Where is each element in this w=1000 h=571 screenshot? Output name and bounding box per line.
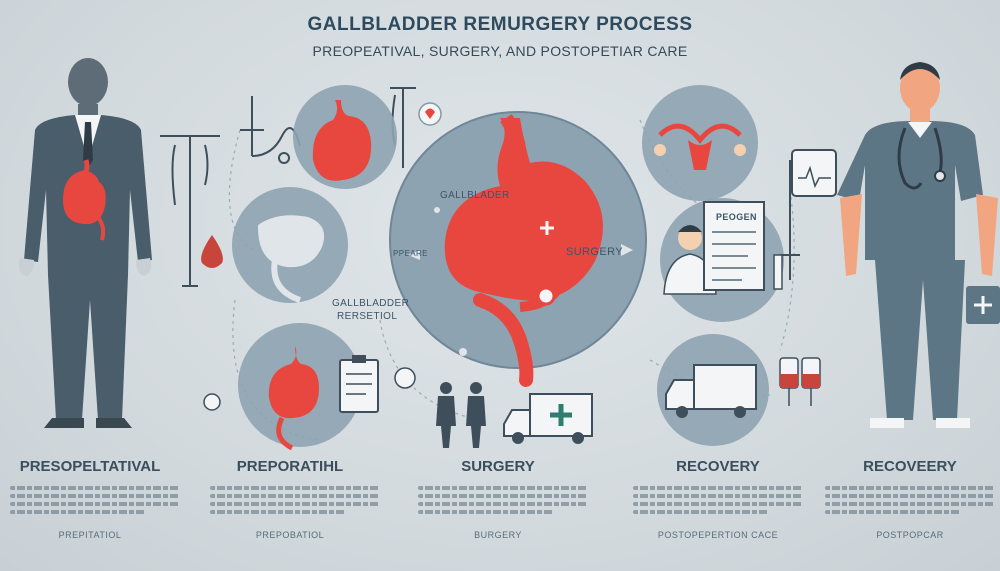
uterus-icon	[654, 123, 746, 170]
label-resection-line2: RERSETIOL	[337, 311, 398, 322]
instrument-icons	[240, 87, 468, 168]
clipboard-icon	[339, 355, 379, 413]
stomach-icon	[312, 100, 372, 181]
column-text-2	[210, 482, 380, 524]
page-subtitle: PREOPEATIVAL, SURGERY, AND POSTOPETIAR C…	[312, 43, 688, 59]
iv-bag-icon	[779, 149, 837, 406]
label-resection-line1: GALLBLADDER	[332, 298, 410, 309]
man-figure-icon	[18, 58, 152, 428]
ambulance-icon	[503, 393, 593, 444]
medical-bag-icon	[966, 286, 1000, 324]
column-text-4	[633, 482, 803, 524]
label-clipboard-title: PEOGEN	[716, 212, 757, 222]
column-text-5	[825, 482, 995, 524]
blood-drop-icon	[201, 235, 223, 268]
column-heading-1: PRESOPELTATIVAL	[19, 458, 161, 475]
column-footer-3: BURGERY	[474, 530, 522, 540]
clipboard-report-icon	[703, 201, 765, 291]
small-badge-icon	[203, 393, 221, 411]
prepare-arrow-icon	[408, 250, 420, 260]
column-text-3	[418, 482, 588, 524]
column-heading-4: RECOVERY	[676, 458, 760, 475]
label-prepare-arrow: PPEARE	[393, 249, 428, 258]
label-gallbladder: GALLBLADER	[440, 190, 510, 201]
people-icon	[436, 382, 486, 448]
column-footer-1: PREPITATIOL	[58, 530, 122, 540]
column-heading-3: SURGERY	[461, 458, 535, 475]
column-footer-4: POSTOPEPERTION CACE	[657, 530, 779, 540]
column-heading-5: RECOVEERY	[863, 458, 957, 475]
surgery-arrow-icon	[621, 244, 633, 256]
label-surgery-arrow: SURGERY	[566, 246, 623, 258]
column-footer-5: POSTPOPCAR	[876, 530, 944, 540]
nurse-figure-icon	[837, 62, 998, 428]
column-heading-2: PREPORATIHL	[236, 458, 344, 475]
column-footer-2: PREPOBATIOL	[255, 530, 325, 540]
column-text-1	[10, 482, 180, 524]
large-stomach-icon	[444, 114, 603, 387]
page-title: GALLBLADDER REMURGERY PROCESS	[307, 14, 693, 35]
truck-icon	[665, 364, 757, 418]
gauge-icon	[394, 367, 416, 389]
iv-stand-icon	[160, 135, 220, 287]
